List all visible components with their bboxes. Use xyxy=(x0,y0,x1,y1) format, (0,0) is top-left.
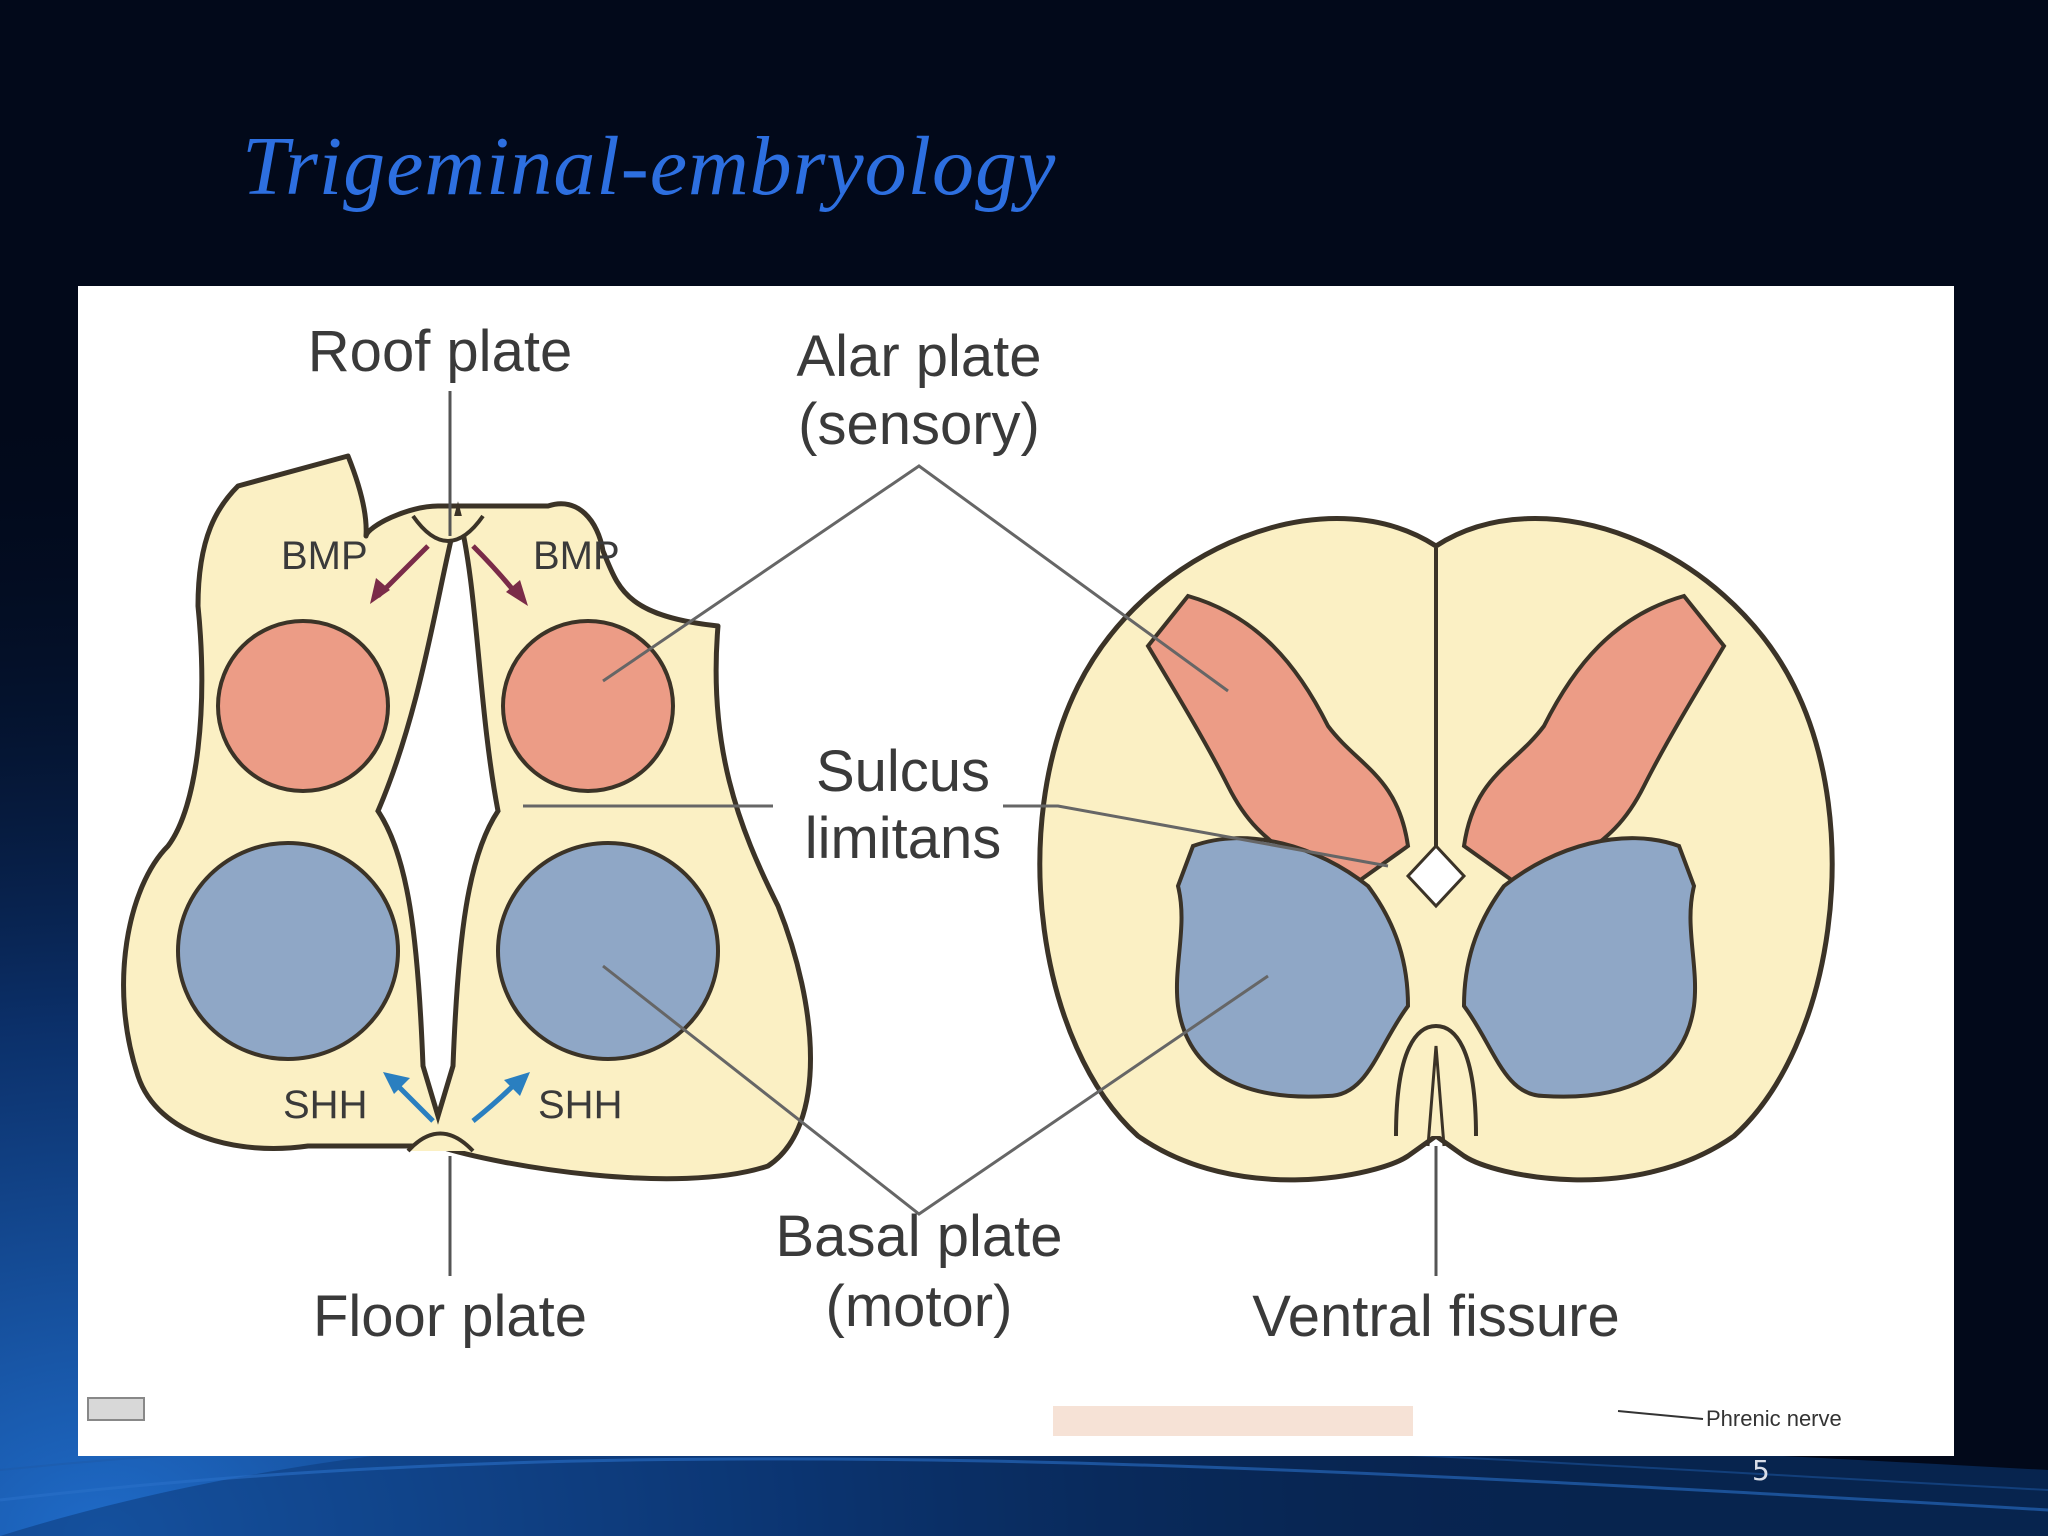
embryonic-neural-tube xyxy=(121,391,813,1276)
shh-label-left: SHH xyxy=(283,1083,367,1127)
alar-plate-right xyxy=(501,619,675,793)
alar-horn-left xyxy=(1145,593,1411,899)
phrenic-nerve-label: Phrenic nerve xyxy=(1706,1406,1842,1431)
bmp-arrowhead-left xyxy=(370,578,390,604)
phrenic-nerve-line xyxy=(1617,1410,1704,1420)
central-canal-cord xyxy=(1405,843,1467,909)
central-canal xyxy=(375,501,501,1125)
alar-plate-label: Alar plate xyxy=(796,324,1041,389)
sulcus-limitans-sublabel: limitans xyxy=(805,806,1002,871)
basal-plate-label: Basal plate xyxy=(776,1204,1063,1269)
basal-plate-left xyxy=(176,841,400,1061)
floor-plate-arc xyxy=(406,1131,475,1153)
shh-arrowhead-right xyxy=(504,1072,530,1096)
spinal-cord-section xyxy=(1037,516,1835,1276)
basal-horn-right xyxy=(1461,836,1698,1099)
shh-label-right: SHH xyxy=(538,1083,622,1127)
figure-panel: Roof plate Alar plate (sensory) Sulcus l… xyxy=(78,286,1954,1456)
slide-title: Trigeminal-embryology xyxy=(242,120,1057,213)
strip-fragment xyxy=(1053,1406,1413,1436)
diagram-labels: Roof plate Alar plate (sensory) Sulcus l… xyxy=(281,319,1620,1349)
ventral-fissure xyxy=(1394,1023,1478,1137)
ventral-fissure-slit xyxy=(1426,1045,1446,1147)
floor-plate-label: Floor plate xyxy=(313,1284,587,1349)
alar-plate-sublabel: (sensory) xyxy=(798,392,1040,457)
underlying-image-strip: Phrenic nerve xyxy=(87,1397,1842,1436)
ventral-fissure-label: Ventral fissure xyxy=(1252,1284,1620,1349)
roof-plate-arc xyxy=(411,514,485,543)
alar-horn-right xyxy=(1461,593,1727,899)
roof-plate-label: Roof plate xyxy=(308,319,572,384)
basal-leader xyxy=(602,964,1269,1216)
sulcus-leader-right xyxy=(1003,804,1389,868)
bmp-label-left: BMP xyxy=(281,534,368,578)
basal-plate-sublabel: (motor) xyxy=(826,1274,1013,1339)
basal-horn-left xyxy=(1174,836,1411,1099)
alar-plate-left xyxy=(216,619,390,793)
alar-leader xyxy=(602,464,1229,693)
basal-plate-right xyxy=(496,841,720,1061)
slide-number: 5 xyxy=(1752,1454,1770,1487)
shh-arrowhead-left xyxy=(383,1072,410,1094)
leader-lines xyxy=(523,464,1389,1216)
neural-tube-diagram: Roof plate Alar plate (sensory) Sulcus l… xyxy=(87,319,1842,1436)
bmp-label-right: BMP xyxy=(533,534,620,578)
bmp-arrowhead-right xyxy=(506,580,528,606)
strip-swatch xyxy=(87,1397,145,1421)
sulcus-limitans-label: Sulcus xyxy=(816,739,990,804)
